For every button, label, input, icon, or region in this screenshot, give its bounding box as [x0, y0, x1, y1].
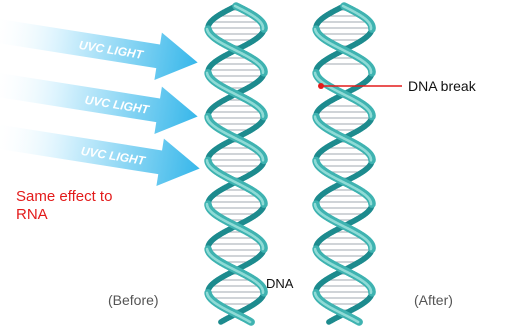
uvc-arrow-1: UVC LIGHT	[0, 6, 201, 86]
after-caption: (After)	[414, 292, 453, 308]
dna-label: DNA	[266, 276, 293, 291]
dna-helix-after	[315, 6, 372, 322]
dna-helix-before	[207, 6, 264, 322]
dna-break-label: DNA break	[408, 78, 476, 94]
dna-break-marker	[318, 83, 324, 89]
before-caption: (Before)	[108, 292, 159, 308]
rna-note-line-1: Same effect to	[16, 188, 112, 206]
rna-note-line-2: RNA	[16, 206, 48, 224]
